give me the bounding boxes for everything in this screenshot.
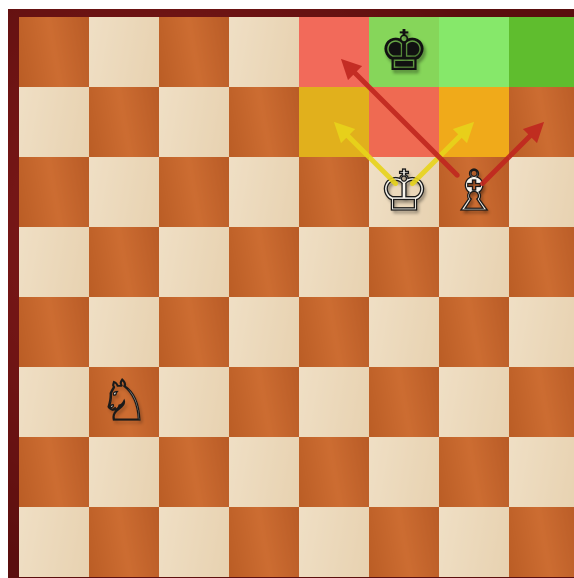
square-b2[interactable] <box>89 437 159 507</box>
square-highlight <box>299 17 369 87</box>
square-d5[interactable] <box>229 227 299 297</box>
square-h6[interactable] <box>509 157 574 227</box>
square-g5[interactable] <box>439 227 509 297</box>
square-a1[interactable] <box>19 507 89 577</box>
square-f5[interactable] <box>369 227 439 297</box>
square-f1[interactable] <box>369 507 439 577</box>
square-f7[interactable] <box>369 87 439 157</box>
white-king-icon[interactable]: ♔ <box>369 157 439 227</box>
square-e8[interactable] <box>299 17 369 87</box>
square-g7[interactable] <box>439 87 509 157</box>
square-d4[interactable] <box>229 297 299 367</box>
square-b1[interactable] <box>89 507 159 577</box>
square-b3[interactable]: ♘ <box>89 367 159 437</box>
square-f8[interactable]: ♚ <box>369 17 439 87</box>
square-c7[interactable] <box>159 87 229 157</box>
square-e2[interactable] <box>299 437 369 507</box>
square-highlight <box>509 17 574 87</box>
square-highlight <box>299 87 369 157</box>
square-e3[interactable] <box>299 367 369 437</box>
square-a3[interactable] <box>19 367 89 437</box>
square-c2[interactable] <box>159 437 229 507</box>
square-b7[interactable] <box>89 87 159 157</box>
square-h4[interactable] <box>509 297 574 367</box>
square-a8[interactable] <box>19 17 89 87</box>
square-c5[interactable] <box>159 227 229 297</box>
square-h1[interactable] <box>509 507 574 577</box>
square-d2[interactable] <box>229 437 299 507</box>
square-e4[interactable] <box>299 297 369 367</box>
square-a6[interactable] <box>19 157 89 227</box>
square-e7[interactable] <box>299 87 369 157</box>
square-h3[interactable] <box>509 367 574 437</box>
square-c4[interactable] <box>159 297 229 367</box>
square-d1[interactable] <box>229 507 299 577</box>
square-e6[interactable] <box>299 157 369 227</box>
white-knight-icon[interactable]: ♘ <box>89 367 159 437</box>
square-h8[interactable] <box>509 17 574 87</box>
square-a4[interactable] <box>19 297 89 367</box>
square-highlight <box>439 87 509 157</box>
square-e5[interactable] <box>299 227 369 297</box>
square-a7[interactable] <box>19 87 89 157</box>
square-f2[interactable] <box>369 437 439 507</box>
square-a2[interactable] <box>19 437 89 507</box>
square-highlight <box>439 17 509 87</box>
square-b4[interactable] <box>89 297 159 367</box>
square-h5[interactable] <box>509 227 574 297</box>
white-bishop-icon[interactable]: ♗ <box>439 157 509 227</box>
square-c8[interactable] <box>159 17 229 87</box>
square-g6[interactable]: ♗ <box>439 157 509 227</box>
square-g3[interactable] <box>439 367 509 437</box>
square-a5[interactable] <box>19 227 89 297</box>
square-g2[interactable] <box>439 437 509 507</box>
square-e1[interactable] <box>299 507 369 577</box>
square-d6[interactable] <box>229 157 299 227</box>
square-f3[interactable] <box>369 367 439 437</box>
square-d3[interactable] <box>229 367 299 437</box>
black-king-icon[interactable]: ♚ <box>369 17 439 87</box>
square-c6[interactable] <box>159 157 229 227</box>
square-b8[interactable] <box>89 17 159 87</box>
square-g1[interactable] <box>439 507 509 577</box>
square-g8[interactable] <box>439 17 509 87</box>
square-c1[interactable] <box>159 507 229 577</box>
square-c3[interactable] <box>159 367 229 437</box>
square-f6[interactable]: ♔ <box>369 157 439 227</box>
square-h2[interactable] <box>509 437 574 507</box>
square-g4[interactable] <box>439 297 509 367</box>
square-f4[interactable] <box>369 297 439 367</box>
chess-board[interactable]: ♚ ♔♗ ♘ <box>19 17 574 577</box>
square-h7[interactable] <box>509 87 574 157</box>
square-b6[interactable] <box>89 157 159 227</box>
square-d7[interactable] <box>229 87 299 157</box>
square-d8[interactable] <box>229 17 299 87</box>
square-b5[interactable] <box>89 227 159 297</box>
square-highlight <box>369 87 439 157</box>
